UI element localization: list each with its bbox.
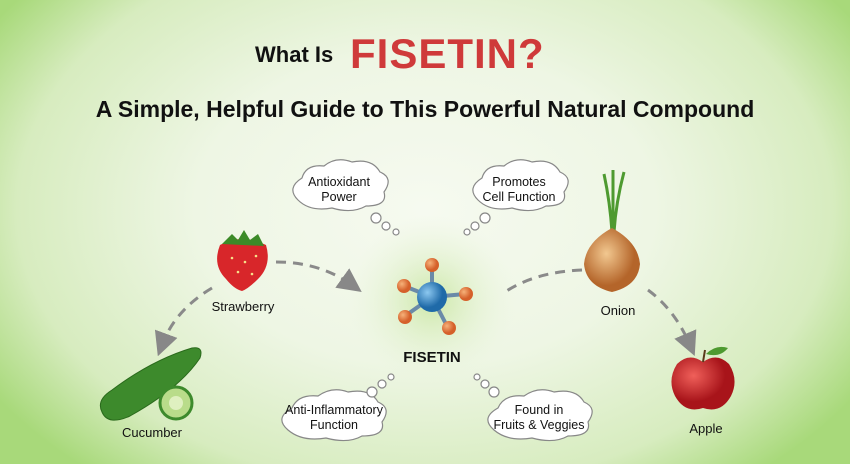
arrow-strawberry-to-fisetin (275, 260, 362, 293)
arrow-onion-to-fisetin (504, 268, 583, 294)
arrow-onion-to-apple (647, 288, 697, 357)
strawberry-icon (217, 230, 268, 291)
title-prefix: What Is (255, 42, 334, 67)
onion-icon (584, 170, 640, 292)
food-label-apple: Apple (689, 421, 723, 436)
cloud-anti-inflammatory (281, 373, 395, 442)
cloud-cell-function (463, 159, 569, 236)
subtitle: A Simple, Helpful Guide to This Powerful… (95, 96, 755, 122)
food-label-onion: Onion (600, 303, 636, 318)
food-label-strawberry: Strawberry (211, 299, 275, 314)
cucumber-icon (99, 347, 202, 421)
cloud-fruits-veggies (473, 373, 593, 442)
cloud-antioxidant (292, 159, 400, 236)
center-label: FISETIN (403, 349, 461, 366)
food-label-cucumber: Cucumber (122, 425, 182, 440)
arrow-strawberry-to-cucumber (154, 286, 213, 357)
apple-icon (671, 346, 735, 410)
title-highlight: FISETIN? (350, 30, 545, 77)
molecule-icon (397, 258, 473, 335)
